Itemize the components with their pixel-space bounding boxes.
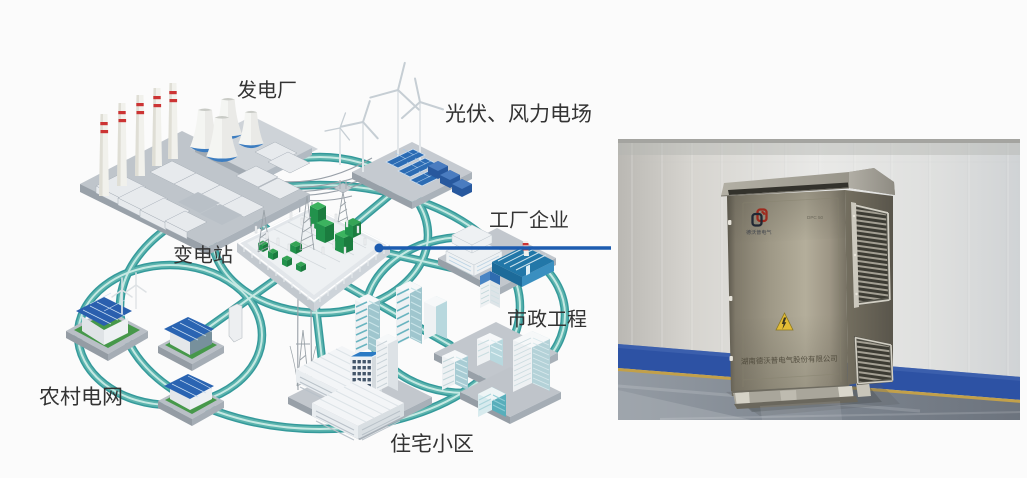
svg-text:DPC 50: DPC 50 [807,215,824,220]
